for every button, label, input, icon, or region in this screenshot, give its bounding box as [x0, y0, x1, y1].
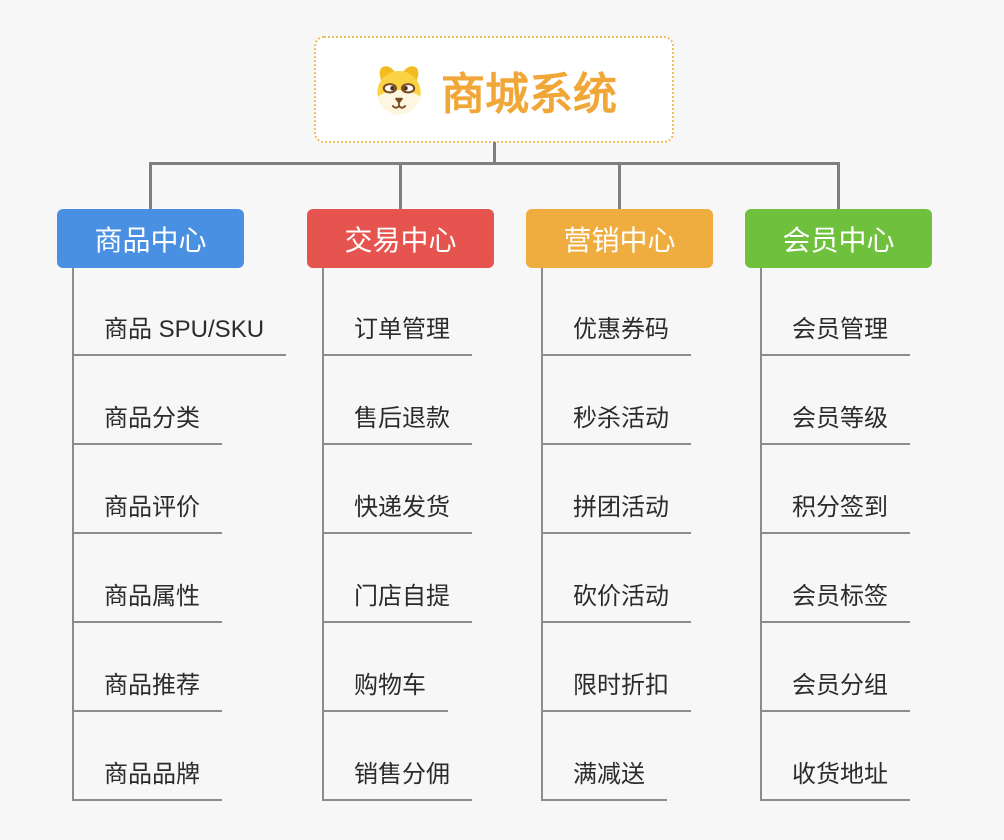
sub-item[interactable]: 满减送	[541, 759, 667, 801]
sub-item[interactable]: 商品分类	[72, 403, 222, 445]
sub-item[interactable]: 销售分佣	[322, 759, 472, 801]
sub-item[interactable]: 门店自提	[322, 581, 472, 623]
sub-item[interactable]: 拼团活动	[541, 492, 691, 534]
connector-drop-marketing-center	[618, 162, 621, 209]
sub-item[interactable]: 商品品牌	[72, 759, 222, 801]
sub-item[interactable]: 商品评价	[72, 492, 222, 534]
sub-item[interactable]: 会员分组	[760, 670, 910, 712]
sub-item[interactable]: 限时折扣	[541, 670, 691, 712]
branch-spine	[322, 268, 324, 801]
branch-node-marketing-center[interactable]: 营销中心	[526, 209, 713, 268]
sub-item[interactable]: 会员等级	[760, 403, 910, 445]
branch-spine	[760, 268, 762, 801]
connector-rail	[149, 162, 840, 165]
connector-stem	[492, 142, 496, 165]
branch-node-trade-center[interactable]: 交易中心	[307, 209, 494, 268]
root-label: 商城系统	[441, 69, 617, 119]
sub-item[interactable]: 商品 SPU/SKU	[72, 314, 287, 356]
sub-item[interactable]: 优惠券码	[541, 314, 691, 356]
dog-face-icon	[377, 65, 421, 114]
branch-spine	[541, 268, 543, 801]
sub-item[interactable]: 订单管理	[322, 314, 472, 356]
root-node[interactable]: 商城系统	[314, 36, 674, 143]
branch-node-member-center[interactable]: 会员中心	[745, 209, 932, 268]
sub-item[interactable]: 会员管理	[760, 314, 910, 356]
connector-drop-product-center	[149, 162, 152, 209]
sub-item[interactable]: 商品属性	[72, 581, 222, 623]
sub-item[interactable]: 会员标签	[760, 581, 910, 623]
branch-spine	[72, 268, 74, 801]
branch-node-product-center[interactable]: 商品中心	[57, 209, 244, 268]
connector-drop-member-center	[837, 162, 840, 209]
connector-drop-trade-center	[399, 162, 402, 209]
sub-item[interactable]: 秒杀活动	[541, 403, 691, 445]
sub-item[interactable]: 收货地址	[760, 759, 910, 801]
sub-item[interactable]: 购物车	[322, 670, 448, 712]
sub-item[interactable]: 砍价活动	[541, 581, 691, 623]
sub-item[interactable]: 积分签到	[760, 492, 910, 534]
sub-item[interactable]: 商品推荐	[72, 670, 222, 712]
sub-item[interactable]: 快递发货	[322, 492, 472, 534]
sub-item[interactable]: 售后退款	[322, 403, 472, 445]
